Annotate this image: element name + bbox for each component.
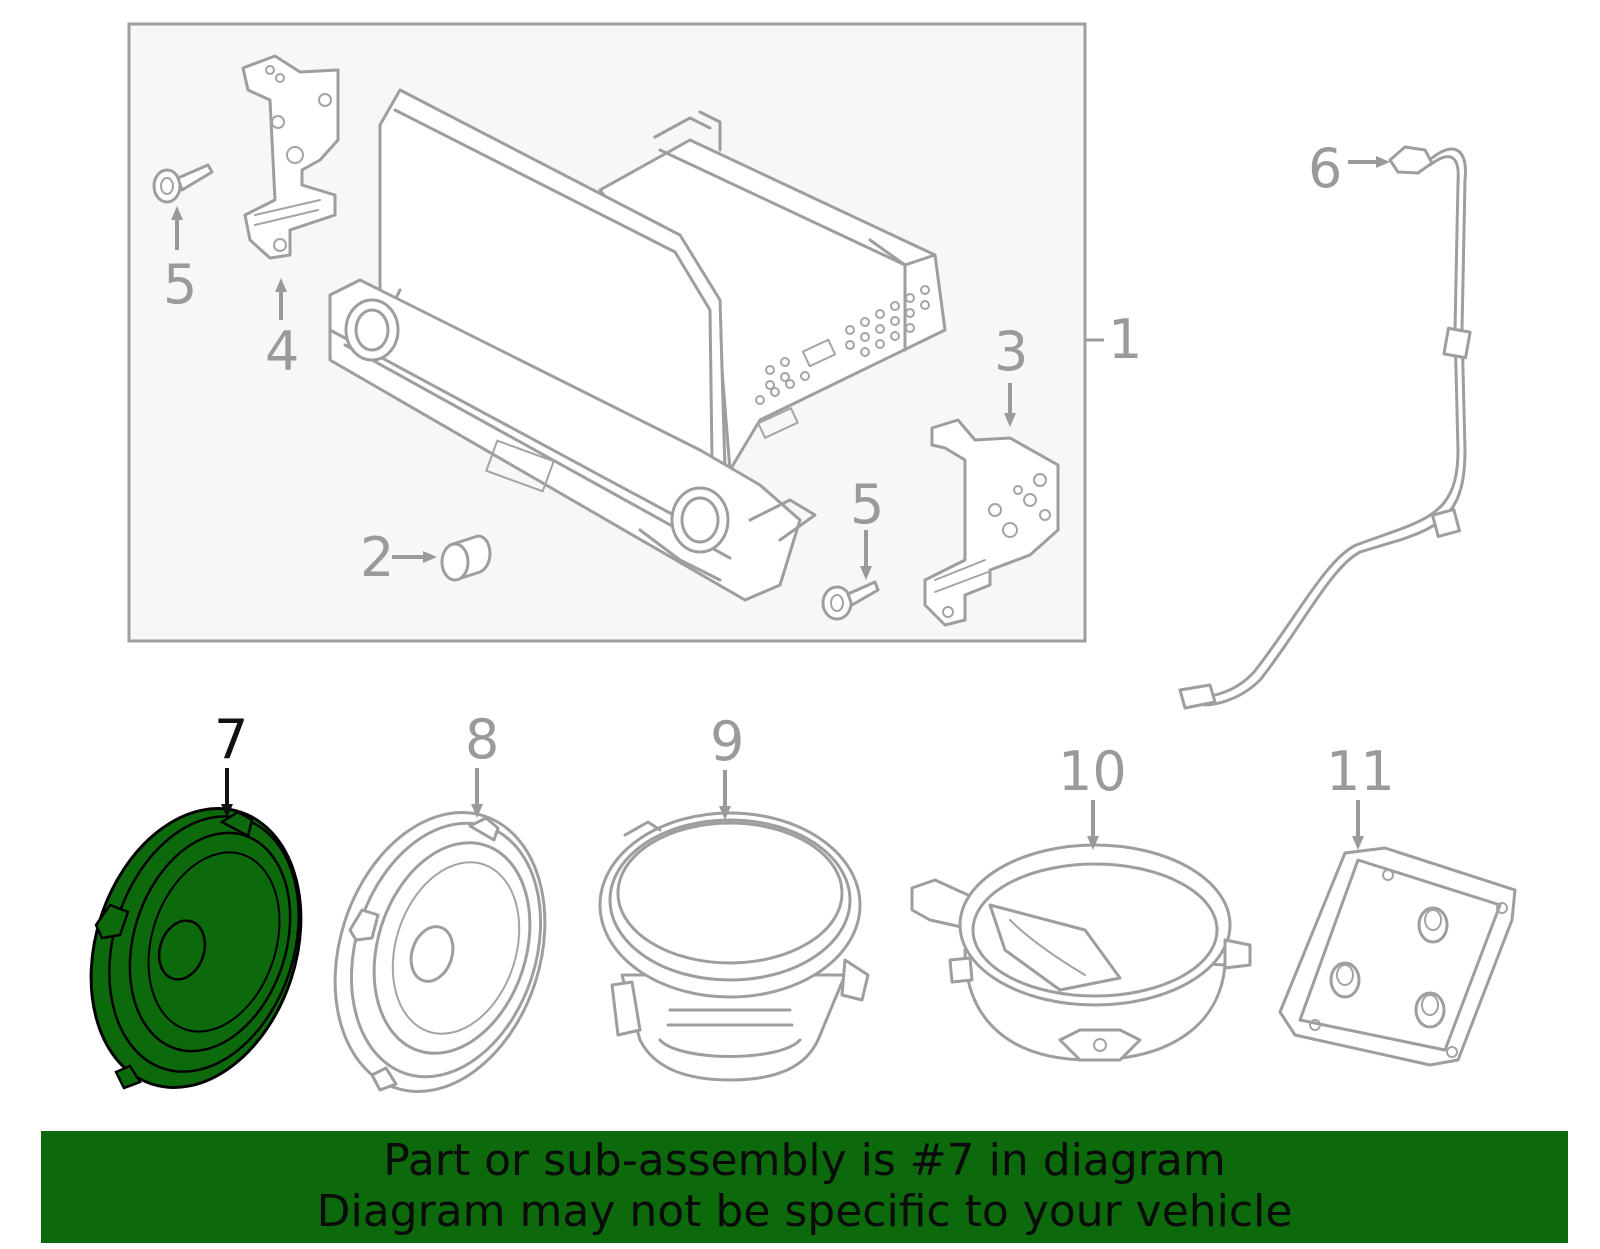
- speaker-part-7[interactable]: [57, 781, 336, 1115]
- knob-part-2[interactable]: [440, 534, 492, 582]
- speaker-part-9[interactable]: [598, 811, 870, 1082]
- head-unit-part-1[interactable]: [328, 88, 947, 602]
- screw-part-5-upper[interactable]: [152, 163, 214, 204]
- amplifier-part-11[interactable]: [1278, 846, 1517, 1067]
- callout-9: 9: [710, 710, 744, 773]
- callout-5-upper: 5: [163, 253, 197, 316]
- callout-10: 10: [1058, 740, 1127, 803]
- info-banner: Part or sub-assembly is #7 in diagram Di…: [41, 1131, 1568, 1243]
- callout-11: 11: [1326, 740, 1395, 803]
- callout-8: 8: [465, 708, 499, 771]
- callout-3: 3: [994, 320, 1028, 383]
- speaker-part-8[interactable]: [301, 785, 580, 1119]
- cable-part-6[interactable]: [1178, 145, 1472, 710]
- callout-2: 2: [360, 526, 394, 589]
- screw-part-5-lower[interactable]: [821, 580, 880, 621]
- callout-4: 4: [265, 320, 299, 383]
- speaker-part-10[interactable]: [910, 843, 1252, 1062]
- callout-5-lower: 5: [850, 473, 884, 536]
- callout-6: 6: [1308, 137, 1342, 200]
- bracket-part-3[interactable]: [923, 418, 1060, 627]
- banner-line-part-number: Part or sub-assembly is #7 in diagram: [383, 1135, 1226, 1186]
- callout-1: 1: [1108, 308, 1142, 371]
- banner-line-disclaimer: Diagram may not be specific to your vehi…: [316, 1186, 1293, 1237]
- bracket-part-4[interactable]: [241, 54, 340, 260]
- callout-arrows: [171, 156, 1390, 850]
- callout-7: 7: [214, 708, 248, 771]
